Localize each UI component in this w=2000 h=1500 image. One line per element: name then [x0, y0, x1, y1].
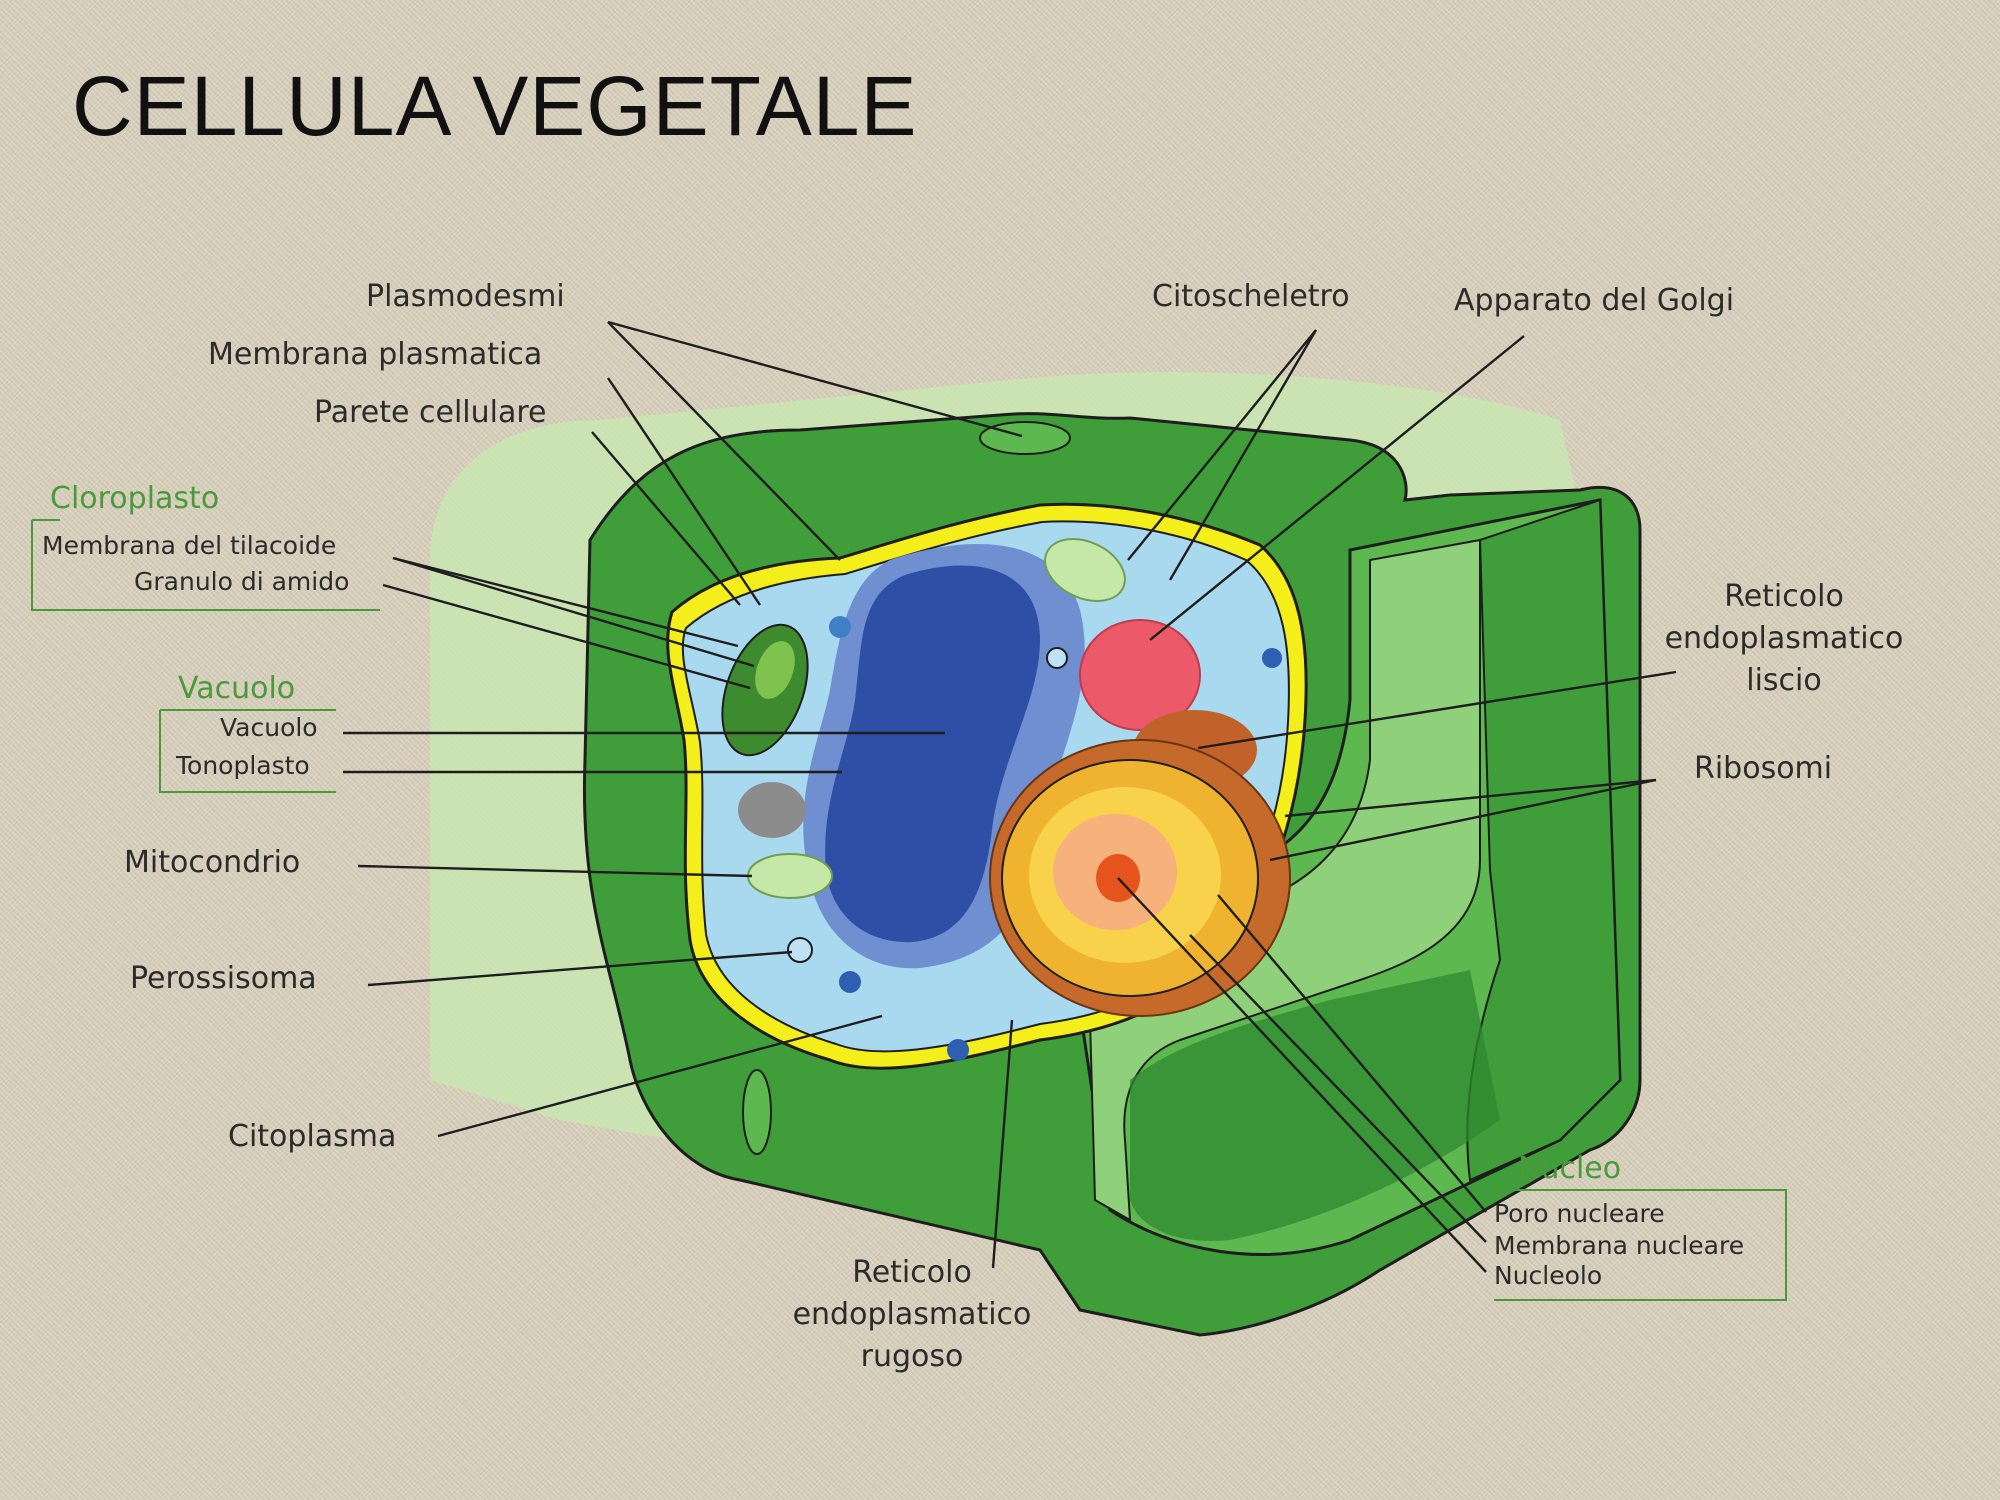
vesicle-1 [829, 616, 851, 638]
grey-body [738, 782, 806, 838]
label-perossisoma: Perossisoma [130, 961, 317, 996]
label-poro-nucleare: Poro nucleare [1494, 1199, 1665, 1228]
mitochondrion-1 [748, 854, 832, 898]
label-citoscheletro: Citoscheletro [1152, 279, 1350, 314]
vesicle-3 [839, 971, 861, 993]
label-vacuolo: Vacuolo [220, 713, 318, 742]
peroxisome [788, 938, 812, 962]
label-citoplasma: Citoplasma [228, 1119, 396, 1154]
label-apparato-golgi: Apparato del Golgi [1454, 283, 1734, 318]
group-title-nucleo: Nucleo [1518, 1151, 1621, 1186]
label-rer-1: Reticolo [852, 1255, 972, 1290]
vesicle-4 [947, 1039, 969, 1061]
label-rer-2: endoplasmatico [793, 1297, 1032, 1332]
label-plasmodesmi: Plasmodesmi [366, 279, 565, 314]
label-membrana-plasmatica: Membrana plasmatica [208, 337, 542, 372]
label-granulo-amido: Granulo di amido [134, 567, 349, 596]
label-membrana-nucleare: Membrana nucleare [1494, 1231, 1744, 1260]
label-nucleolo: Nucleolo [1494, 1261, 1602, 1290]
group-title-vacuolo: Vacuolo [178, 671, 295, 706]
label-rel-1: Reticolo [1724, 579, 1844, 614]
label-ribosomi: Ribosomi [1694, 751, 1832, 786]
label-rer-3: rugoso [861, 1339, 964, 1374]
label-tonoplasto: Tonoplasto [175, 751, 310, 780]
label-membrana-tilacoide: Membrana del tilacoide [42, 531, 336, 560]
plasmodesma-left [743, 1070, 771, 1154]
vesicle-5 [1262, 648, 1282, 668]
label-rel-3: liscio [1746, 663, 1821, 698]
plasmodesma-top [980, 422, 1070, 454]
group-title-cloroplasto: Cloroplasto [50, 481, 219, 516]
label-mitocondrio: Mitocondrio [124, 845, 300, 880]
label-rel-2: endoplasmatico [1665, 621, 1904, 656]
vesicle-2 [1047, 648, 1067, 668]
label-parete-cellulare: Parete cellulare [314, 395, 547, 430]
